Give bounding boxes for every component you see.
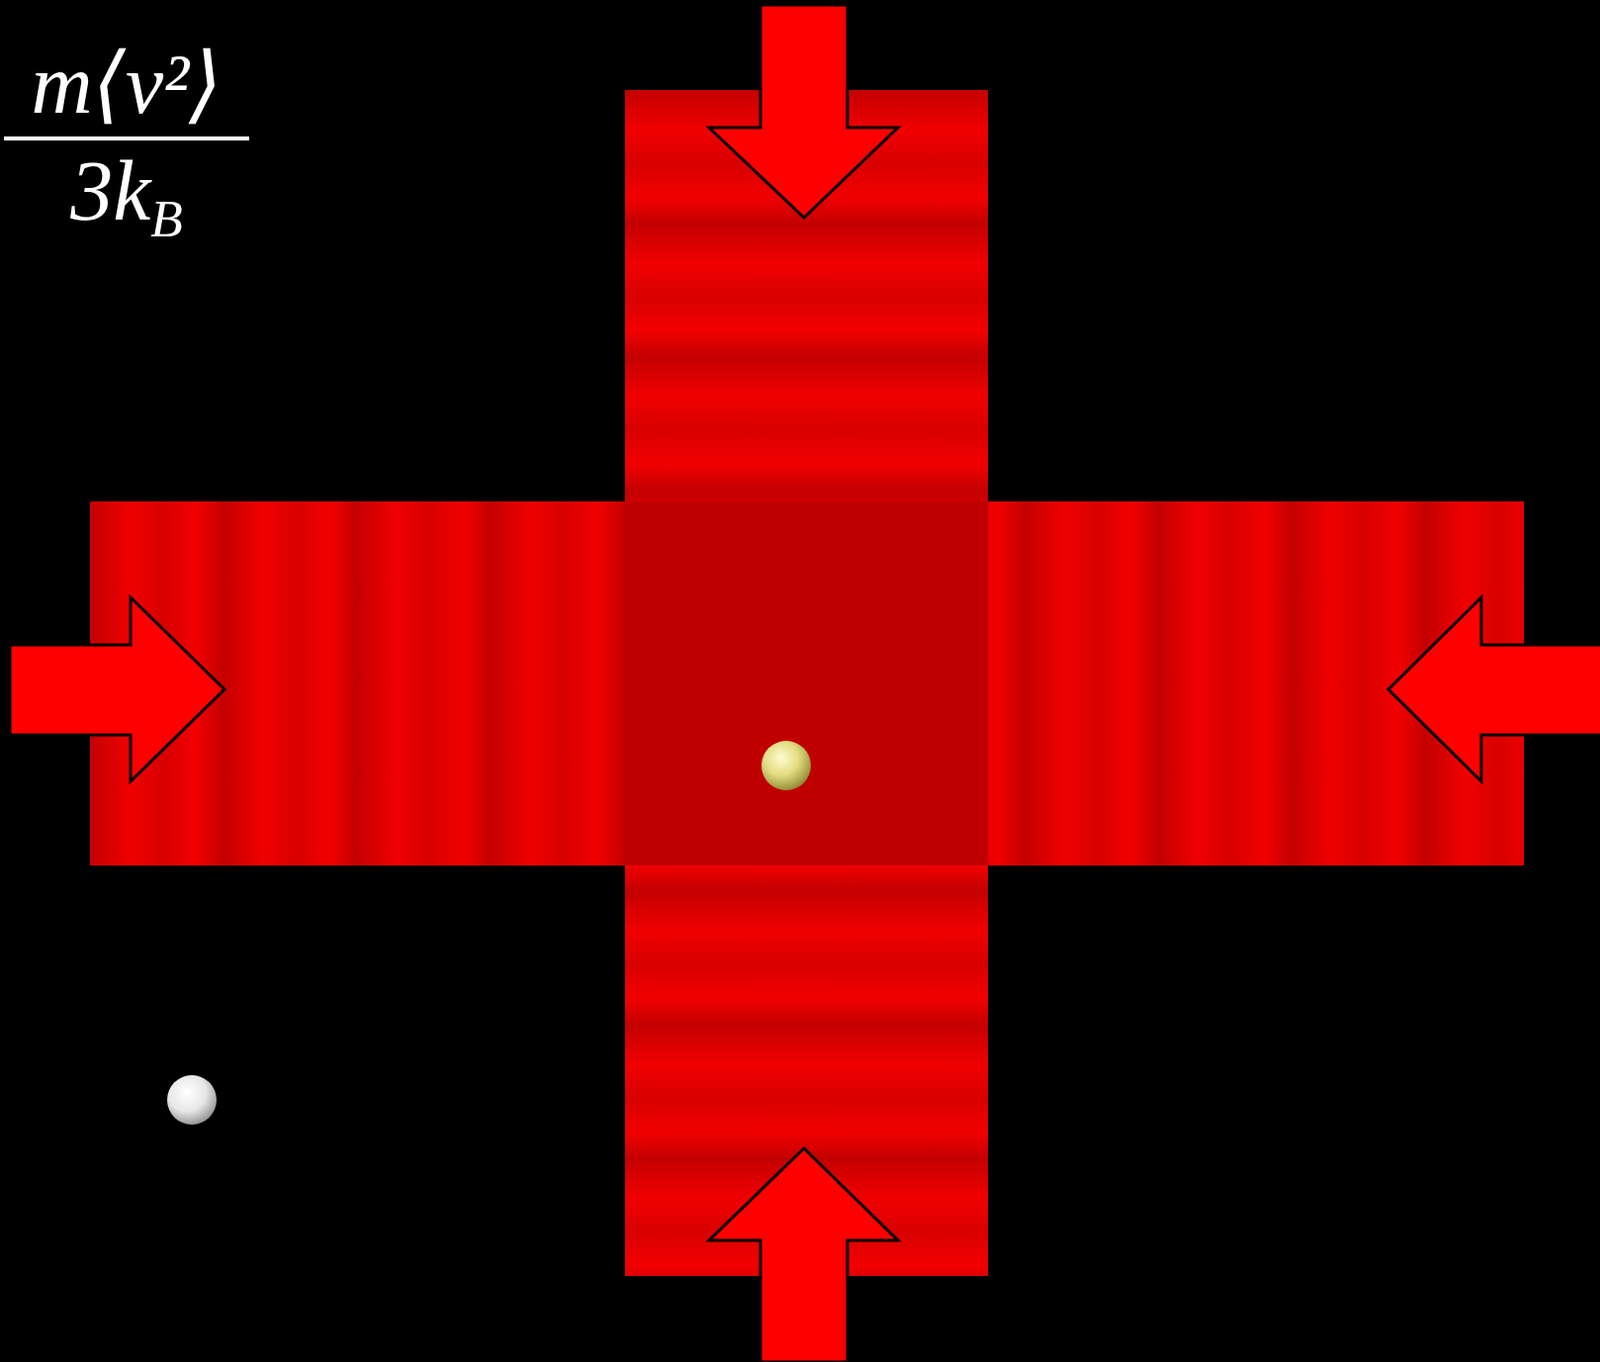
free-atom [167,1074,217,1125]
vertical-laser-beam [624,89,988,1276]
formula-denominator: 3kB [70,146,183,248]
formula-text: 3k [70,143,151,239]
horizontal-laser-beam [89,501,1524,866]
cooled-atom [761,740,811,791]
formula-text: m⟨v²⟩ [30,36,222,132]
formula-numerator: m⟨v²⟩ [30,39,222,129]
fraction-bar [3,136,250,141]
beam-arrow [9,597,225,782]
beam-arrow [709,1148,898,1362]
beam-arrow [1388,597,1600,782]
beam-arrow [709,4,898,218]
temperature-formula: m⟨v²⟩ 3kB [3,39,250,248]
formula-subscript: B [150,188,183,249]
beam-overlap-region [624,501,988,866]
